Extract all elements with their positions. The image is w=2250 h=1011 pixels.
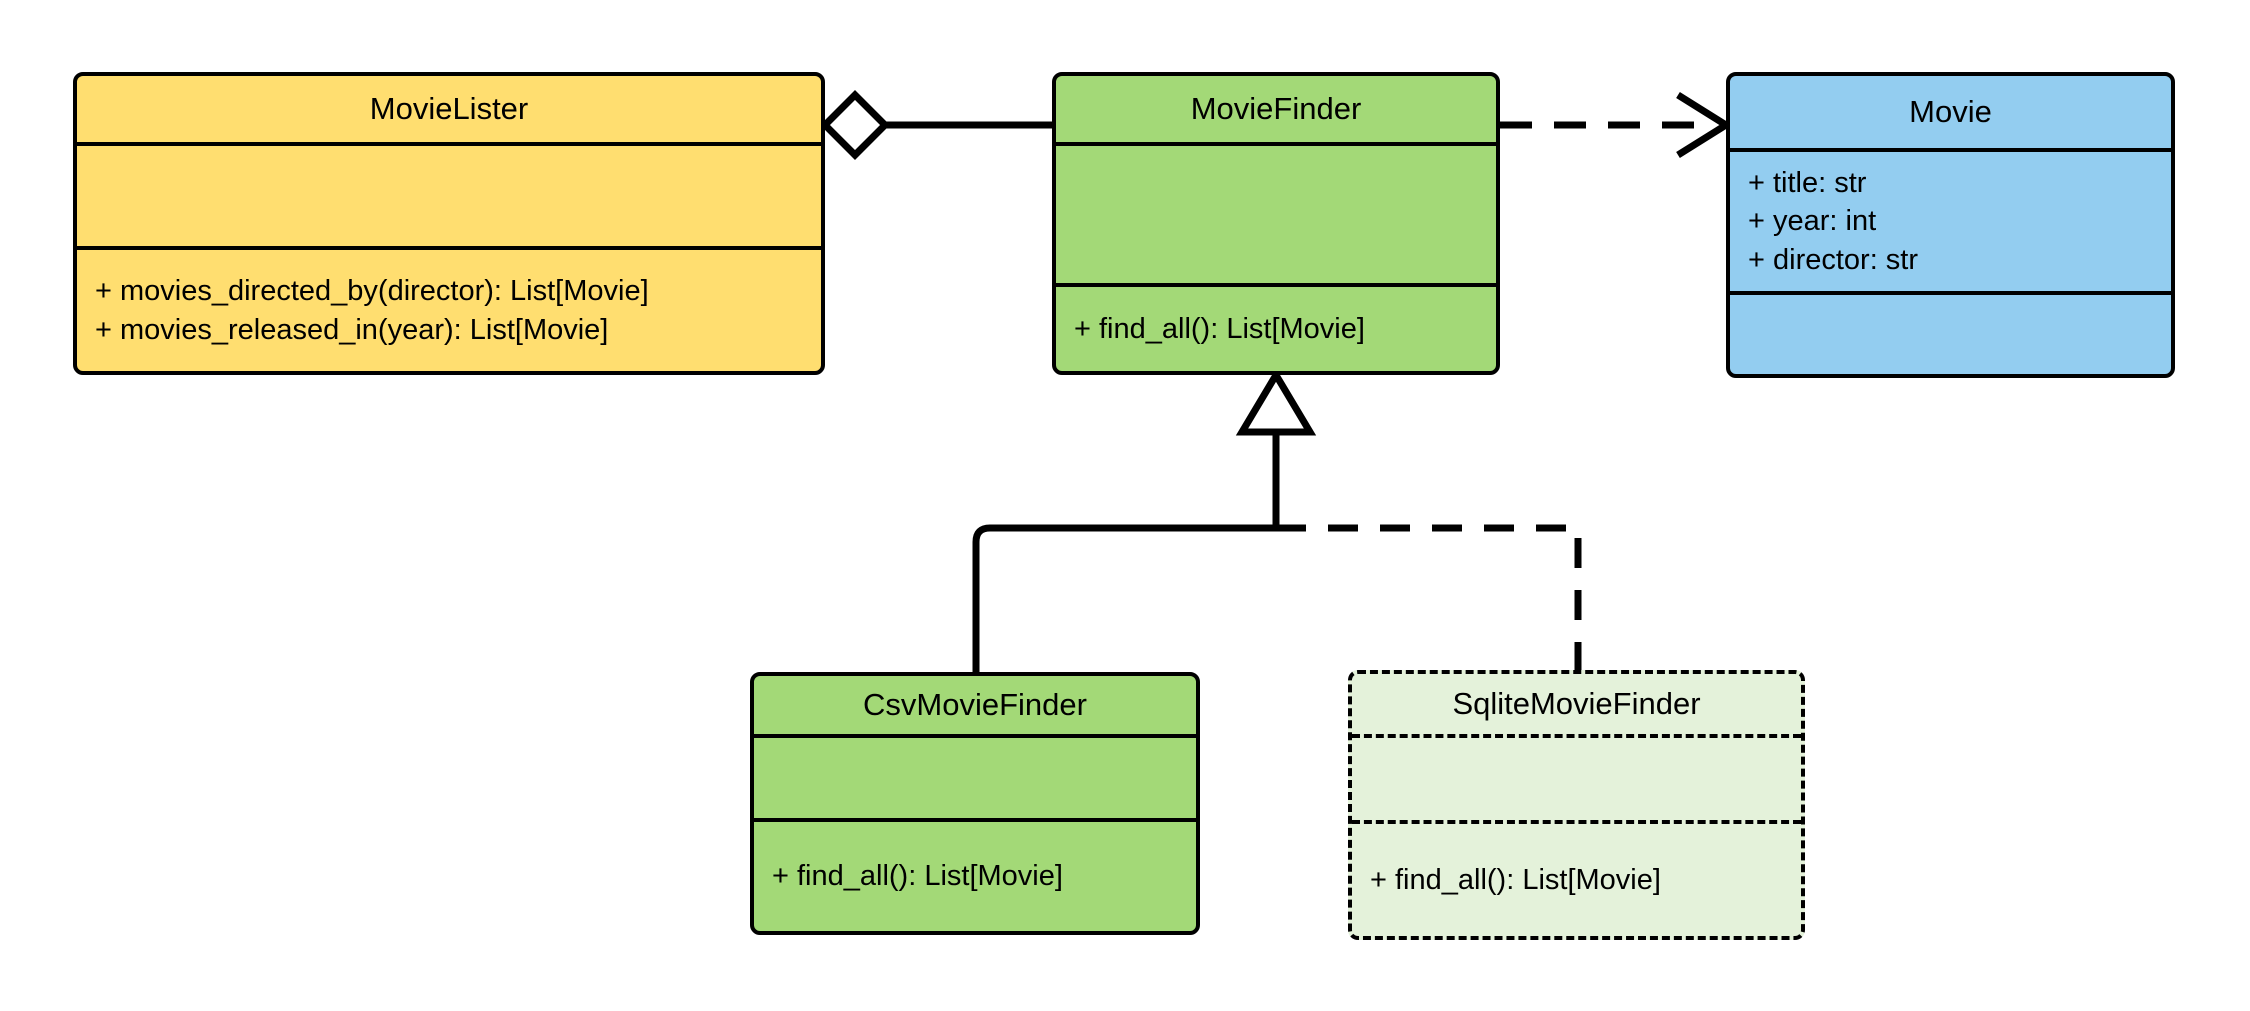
- aggregation-lister-finder-connector: [820, 90, 1052, 160]
- class-attributes-compartment: [1056, 146, 1496, 287]
- class-methods-compartment: + find_all(): List[Movie]: [754, 822, 1196, 931]
- class-name-compartment: Movie: [1730, 76, 2171, 152]
- attribute-item: + director: str: [1748, 243, 1919, 276]
- class-methods-compartment: + find_all(): List[Movie]: [1056, 287, 1496, 371]
- generalization-sqlite-line: [1276, 524, 1582, 670]
- class-box-movie[interactable]: Movie + title: str + year: int + directo…: [1726, 72, 2175, 378]
- dependency-finder-movie-connector: [1500, 92, 1733, 158]
- class-methods-compartment: + movies_directed_by(director): List[Mov…: [77, 250, 821, 371]
- class-name-compartment: SqliteMovieFinder: [1352, 674, 1801, 738]
- class-attributes-compartment: [1352, 738, 1801, 824]
- class-methods-compartment: [1730, 295, 2171, 374]
- class-box-sqlite-movie-finder[interactable]: SqliteMovieFinder + find_all(): List[Mov…: [1348, 670, 1805, 940]
- open-arrowhead-icon: [1676, 92, 1733, 158]
- class-name-compartment: MovieFinder: [1056, 76, 1496, 146]
- hollow-diamond-icon: [820, 90, 890, 160]
- class-box-movie-lister[interactable]: MovieLister + movies_directed_by(directo…: [73, 72, 825, 375]
- generalization-csv-finder-connector: [972, 524, 1276, 672]
- generalization-sqlite-finder-connector: [1276, 524, 1582, 670]
- class-title-movie-lister: MovieLister: [369, 91, 529, 127]
- class-box-csv-movie-finder[interactable]: CsvMovieFinder + find_all(): List[Movie]: [750, 672, 1200, 935]
- attribute-item: + title: str: [1748, 166, 1867, 199]
- generalization-trunk: [1235, 368, 1317, 528]
- generalization-csv-line: [972, 524, 1276, 672]
- class-name-compartment: MovieLister: [77, 76, 821, 146]
- class-box-movie-finder[interactable]: MovieFinder + find_all(): List[Movie]: [1052, 72, 1500, 375]
- class-title-movie-finder: MovieFinder: [1190, 91, 1362, 127]
- class-attributes-compartment: [77, 146, 821, 250]
- method-item: + find_all(): List[Movie]: [1074, 312, 1365, 345]
- method-item: + find_all(): List[Movie]: [772, 860, 1063, 893]
- class-title-movie: Movie: [1909, 94, 1992, 130]
- method-item: + movies_directed_by(director): List[Mov…: [95, 274, 649, 307]
- class-title-sqlite-movie-finder: SqliteMovieFinder: [1452, 686, 1701, 722]
- method-item: + find_all(): List[Movie]: [1370, 863, 1661, 896]
- method-item: + movies_released_in(year): List[Movie]: [95, 313, 609, 346]
- class-name-compartment: CsvMovieFinder: [754, 676, 1196, 738]
- class-attributes-compartment: + title: str + year: int + director: str: [1730, 152, 2171, 295]
- hollow-triangle-icon: [1235, 368, 1317, 436]
- class-title-csv-movie-finder: CsvMovieFinder: [863, 687, 1087, 723]
- class-methods-compartment: + find_all(): List[Movie]: [1352, 824, 1801, 936]
- class-attributes-compartment: [754, 738, 1196, 822]
- attribute-item: + year: int: [1748, 205, 1877, 238]
